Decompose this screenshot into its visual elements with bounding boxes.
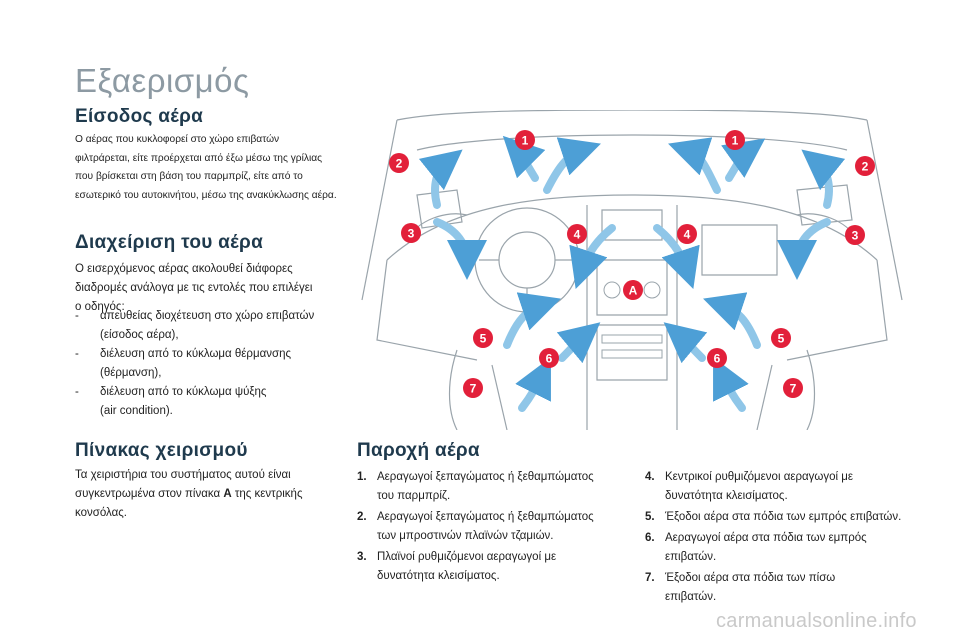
callout-4-right: 4 [677,224,697,244]
callout-4-left: 4 [567,224,587,244]
panel-line: συγκεντρωμένα στον πίνακα A της κεντρική… [75,488,303,500]
intake-line: φιλτράρεται, είτε προέρχεται από έξω μέσ… [75,152,323,164]
panel-line: κονσόλας. [75,507,127,519]
panel-heading: Πίνακας χειρισμού [75,440,248,461]
page-title: Εξαερισμός [75,62,250,99]
svg-text:3: 3 [852,229,859,243]
management-heading: Διαχείριση του αέρα [75,232,264,253]
svg-text:7: 7 [470,382,477,396]
callout-5-right: 5 [771,328,791,348]
svg-text:7: 7 [790,382,797,396]
callout-3-right: 3 [845,225,865,245]
svg-text:6: 6 [714,352,721,366]
svg-text:6: 6 [546,352,553,366]
list-item-line: (air condition). [100,405,173,417]
svg-text:1: 1 [522,134,529,148]
list-item: - διέλευση από το κύκλωμα θέρμανσης (θέρ… [75,345,345,383]
panel-line: Τα χειριστήρια του συστήματος αυτού είνα… [75,469,291,481]
list-item: 5.Έξοδοι αέρα στα πόδια των εμπρός επιβα… [645,511,902,523]
svg-text:4: 4 [684,228,691,242]
svg-text:2: 2 [396,157,403,171]
list-item: - διέλευση από το κύκλωμα ψύξης (air con… [75,383,345,421]
list-item-line: (είσοδος αέρα), [100,329,179,341]
callout-1-right: 1 [725,130,745,150]
ventilation-diagram: 1 1 2 2 3 3 4 4 A 5 5 6 6 7 7 [361,110,903,430]
callout-2-left: 2 [389,153,409,173]
list-item-line: διέλευση από το κύκλωμα θέρμανσης [100,348,292,360]
callout-7-right: 7 [783,378,803,398]
airflow-arrows [418,135,846,412]
management-line: ο οδηγός: [75,301,125,313]
svg-text:3: 3 [408,227,415,241]
management-line: διαδρομές ανάλογα με τις εντολές που επι… [75,282,313,294]
management-line: Ο εισερχόμενος αέρας ακολουθεί διάφορες [75,263,293,275]
panel-paragraph: Τα χειριστήρια του συστήματος αυτού είνα… [75,466,335,523]
callout-6-right: 6 [707,348,727,368]
management-list: - απευθείας διοχέτευση στο χώρο επιβατών… [75,307,345,421]
list-item-line: διέλευση από το κύκλωμα ψύξης [100,386,267,398]
callout-2-right: 2 [855,156,875,176]
callout-markers: 1 1 2 2 3 3 4 4 A 5 5 6 6 7 7 [389,130,875,398]
cabin-outline [361,110,903,430]
callout-3-left: 3 [401,223,421,243]
list-item-line: απευθείας διοχέτευση στο χώρο επιβατών [100,310,315,322]
callout-5-left: 5 [473,328,493,348]
list-item: - απευθείας διοχέτευση στο χώρο επιβατών… [75,307,345,345]
supply-heading: Παροχή αέρα [357,440,480,461]
management-paragraph: Ο εισερχόμενος αέρας ακολουθεί διάφορες … [75,260,345,317]
svg-text:A: A [629,284,638,298]
svg-text:1: 1 [732,134,739,148]
intake-line: Ο αέρας που κυκλοφορεί στο χώρο επιβατών [75,134,280,145]
callout-a: A [623,280,643,300]
watermark: carmanualsonline.info [716,610,917,632]
intake-heading: Είσοδος αέρα [75,106,204,127]
callout-6-left: 6 [539,348,559,368]
intake-line: που βρίσκεται στη βάση του παρμπρίζ, είτ… [75,171,303,182]
svg-text:5: 5 [480,332,487,346]
callout-1-left: 1 [515,130,535,150]
intake-line: εσωτερικό του αυτοκινήτου, μέσω της ανακ… [75,189,337,201]
svg-text:4: 4 [574,228,581,242]
svg-text:2: 2 [862,160,869,174]
panel-label-a: A [223,488,232,500]
intake-paragraph: Ο αέρας που κυκλοφορεί στο χώρο επιβατών… [75,131,350,205]
svg-text:5: 5 [778,332,785,346]
list-item-line: (θέρμανση), [100,367,162,379]
callout-7-left: 7 [463,378,483,398]
